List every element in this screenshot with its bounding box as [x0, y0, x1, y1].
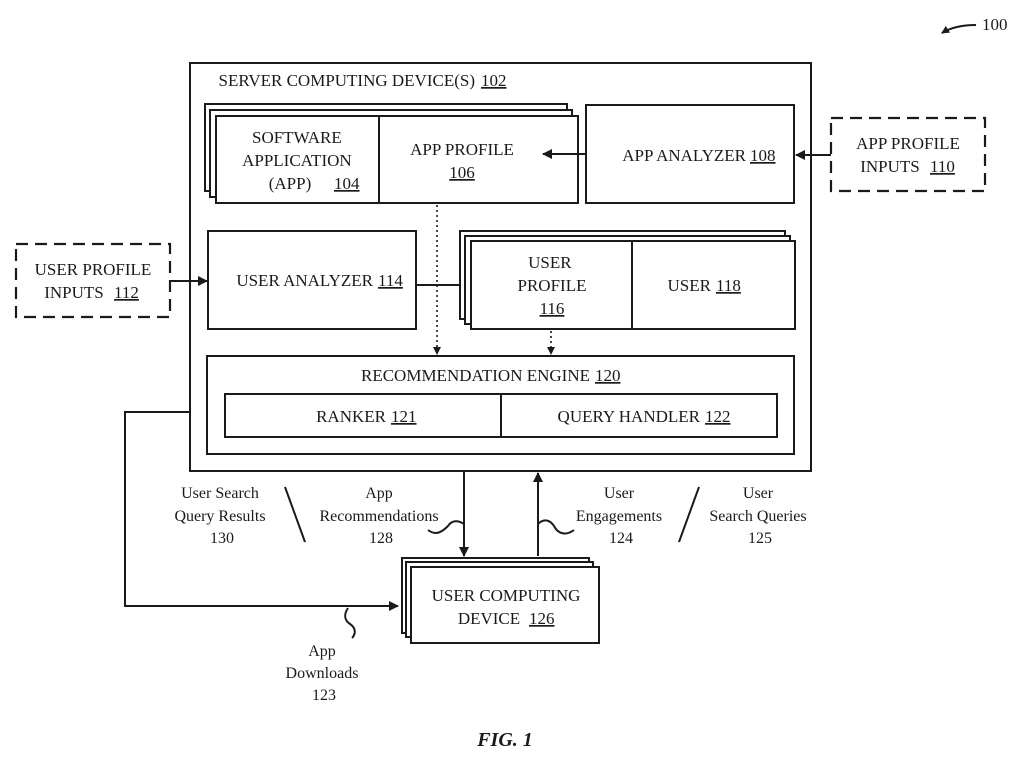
- query-handler-label: QUERY HANDLER: [558, 407, 701, 426]
- app-analyzer-label: APP ANALYZER: [622, 146, 746, 165]
- reference-arrow-icon: [941, 24, 977, 34]
- flow-downloads: App Downloads 123: [286, 643, 363, 704]
- app-profile-inputs[interactable]: APP PROFILE INPUTS 110: [829, 116, 987, 193]
- user-computing-device[interactable]: USER COMPUTING DEVICE 126: [401, 557, 600, 644]
- flow-search-queries: User Search Queries 125: [709, 485, 810, 547]
- recommendations-leader: [427, 520, 465, 534]
- user-computing-device-ref: 126: [529, 609, 555, 628]
- downloads-leader: [344, 607, 356, 639]
- figure-ref-number: 100: [982, 15, 1008, 34]
- app-profile-ref: 106: [449, 163, 475, 182]
- ranker-ref: 121: [391, 407, 417, 426]
- query-handler[interactable]: QUERY HANDLER 122: [500, 393, 778, 438]
- flow-recommendations: App Recommendations 128: [319, 485, 442, 547]
- user-profile-label: USER PROFILE: [518, 253, 587, 295]
- recommendation-engine-label: RECOMMENDATION ENGINE: [361, 366, 590, 385]
- user-analyzer[interactable]: USER ANALYZER 114: [207, 230, 417, 330]
- ranker[interactable]: RANKER 121: [224, 393, 502, 438]
- server-ref: 102: [481, 71, 507, 90]
- svg-text:App Downloads 123: App Downloads 123: [286, 643, 363, 704]
- app-profile-inputs-line1: APP PROFILE: [856, 134, 960, 153]
- flow-separator-right: [678, 486, 700, 543]
- app-analyzer-ref: 108: [750, 146, 776, 165]
- user-computing-device-line1: USER COMPUTING: [432, 586, 581, 605]
- flow-engagements: User Engagements 124: [576, 485, 666, 547]
- user-profile-inputs-line2: INPUTS: [44, 283, 104, 302]
- app-downloads-arrow: [124, 411, 399, 611]
- recommendation-engine-ref: 120: [595, 366, 621, 385]
- user-analyzer-label: USER ANALYZER: [236, 271, 373, 290]
- flow-search-results: User Search Query Results 130: [174, 485, 269, 547]
- user-profile-inputs-ref: 112: [114, 283, 139, 302]
- query-handler-ref: 122: [705, 407, 731, 426]
- svg-text:User Engagements 1: User Engagements 124: [576, 485, 666, 547]
- software-app-ref: 104: [334, 174, 360, 193]
- software-app-label: SOFTWARE APPLICATION (APP): [242, 128, 356, 193]
- ranker-label: RANKER: [316, 407, 387, 426]
- app-profile-inputs-ref: 110: [930, 157, 955, 176]
- software-app-stack[interactable]: SOFTWARE APPLICATION (APP) 104 APP PROFI…: [204, 103, 579, 204]
- user-profile-stack[interactable]: USER PROFILE 116 USER 118: [459, 230, 796, 330]
- server-label: SERVER COMPUTING DEVICE(S): [219, 71, 475, 90]
- user-profile-ref: 116: [540, 299, 565, 318]
- user-computing-device-line2: DEVICE: [458, 609, 520, 628]
- user-profile-inputs[interactable]: USER PROFILE INPUTS 112: [14, 242, 172, 319]
- figure-reference: 100: [941, 15, 1008, 34]
- flow-separator-left: [284, 486, 306, 543]
- app-profile-inputs-line2: INPUTS: [860, 157, 920, 176]
- svg-text:User Search Queries: User Search Queries 125: [709, 485, 810, 547]
- figure-caption: FIG. 1: [476, 729, 533, 751]
- user-analyzer-ref: 114: [378, 271, 403, 290]
- user-profile-inputs-line1: USER PROFILE: [35, 260, 152, 279]
- app-profile-label: APP PROFILE: [410, 140, 514, 159]
- svg-text:User Search Query Result: User Search Query Results 130: [174, 485, 269, 547]
- svg-text:App Recommendations: App Recommendations 128: [319, 485, 442, 547]
- user-label: USER: [668, 276, 712, 295]
- app-analyzer[interactable]: APP ANALYZER 108: [585, 104, 795, 204]
- engagements-leader: [537, 519, 575, 535]
- user-ref: 118: [716, 276, 741, 295]
